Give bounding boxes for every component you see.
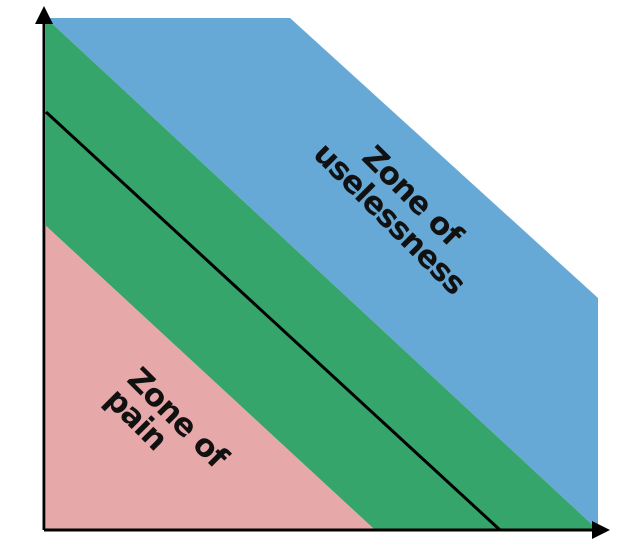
main-sequence-line xyxy=(44,110,502,532)
balanced-band-area xyxy=(46,18,598,530)
y-axis-arrowhead xyxy=(35,6,53,24)
zone-pain-area xyxy=(46,226,375,530)
x-axis-arrowhead xyxy=(592,521,610,539)
